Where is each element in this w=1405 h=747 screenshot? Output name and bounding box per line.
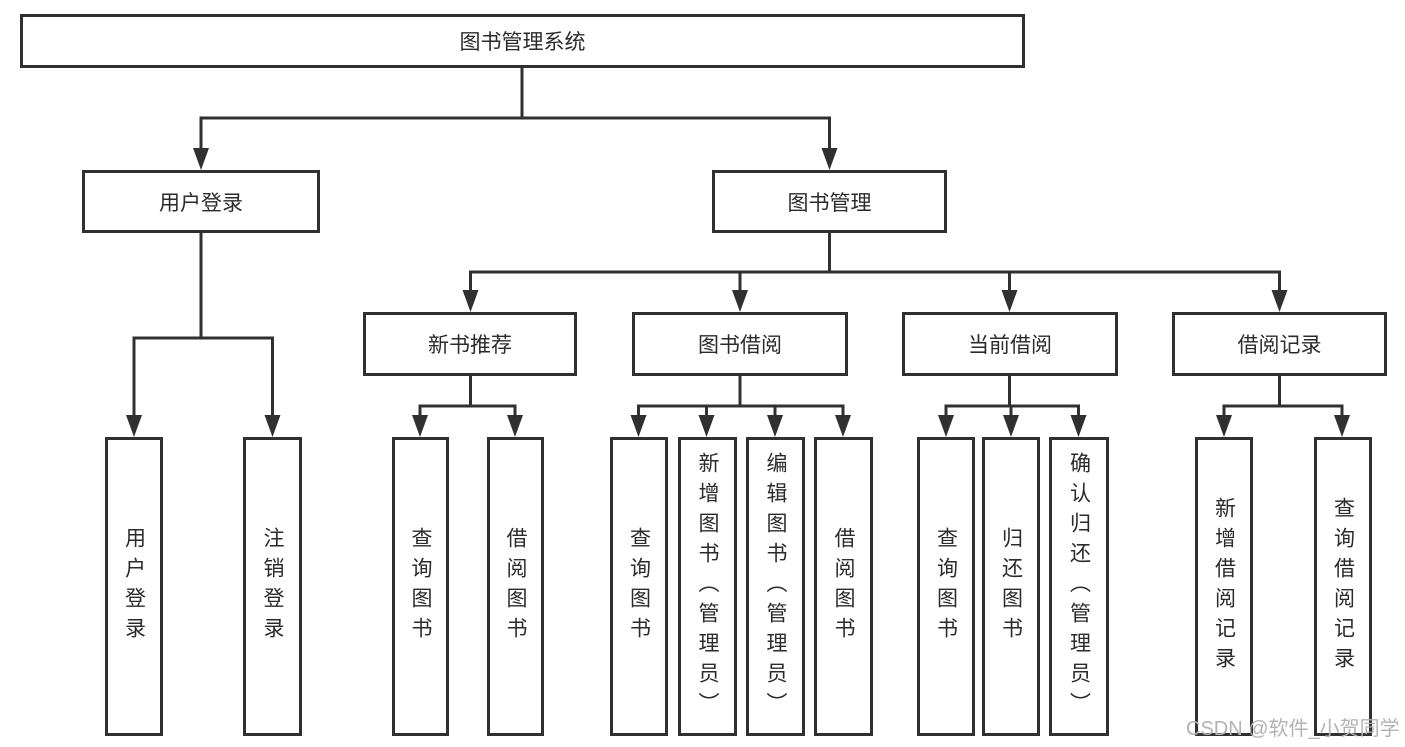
node-label: 图书管理系统 (459, 31, 586, 54)
node-label: 新书推荐 (428, 334, 512, 357)
csdn-watermark: CSDN @软件_小贺同学 (1186, 718, 1400, 740)
node-root-library-system: 图书管理系统 (20, 14, 1025, 68)
node-label: 编辑图书（管理员） (764, 451, 787, 722)
node-label: 确认归还（管理员） (1067, 451, 1091, 722)
leaf-logout: 注销登录 (243, 437, 302, 736)
node-label: 查询图书 (934, 526, 958, 647)
node-user-login: 用户登录 (82, 170, 320, 233)
leaf-query-books-1: 查询图书 (392, 437, 449, 736)
node-label: 用户登录 (159, 191, 243, 215)
node-book-management: 图书管理 (712, 170, 947, 233)
node-label: 归还图书 (999, 526, 1023, 647)
node-current-borrow: 当前借阅 (902, 312, 1118, 376)
node-label: 查询图书 (627, 526, 651, 647)
node-label: 借阅图书 (832, 526, 855, 647)
leaf-borrow-books-2: 借阅图书 (814, 437, 873, 736)
leaf-query-borrow-record: 查询借阅记录 (1314, 437, 1372, 736)
node-label: 图书管理 (787, 191, 872, 215)
node-book-borrow: 图书借阅 (632, 312, 848, 376)
node-label: 借阅图书 (504, 526, 527, 647)
node-label: 新增图书（管理员） (696, 451, 719, 722)
leaf-add-books-admin: 新增图书（管理员） (678, 437, 737, 736)
leaf-query-books-2: 查询图书 (610, 437, 668, 736)
node-label: 用户登录 (122, 526, 146, 647)
leaf-user-login: 用户登录 (105, 437, 163, 736)
node-new-book-recommend: 新书推荐 (363, 312, 577, 376)
node-borrow-records: 借阅记录 (1172, 312, 1387, 376)
leaf-return-books: 归还图书 (982, 437, 1040, 736)
leaf-confirm-return-admin: 确认归还（管理员） (1049, 437, 1109, 736)
node-label: 注销登录 (261, 526, 284, 647)
leaf-query-books-3: 查询图书 (917, 437, 975, 736)
node-label: 新增借阅记录 (1212, 496, 1236, 677)
leaf-edit-books-admin: 编辑图书（管理员） (746, 437, 805, 736)
node-label: 图书借阅 (698, 334, 782, 357)
leaf-add-borrow-record: 新增借阅记录 (1195, 437, 1253, 736)
leaf-borrow-books-1: 借阅图书 (487, 437, 544, 736)
node-label: 查询借阅记录 (1331, 496, 1355, 677)
node-label: 借阅记录 (1237, 334, 1322, 357)
node-label: 查询图书 (409, 526, 432, 647)
node-label: 当前借阅 (968, 334, 1052, 357)
